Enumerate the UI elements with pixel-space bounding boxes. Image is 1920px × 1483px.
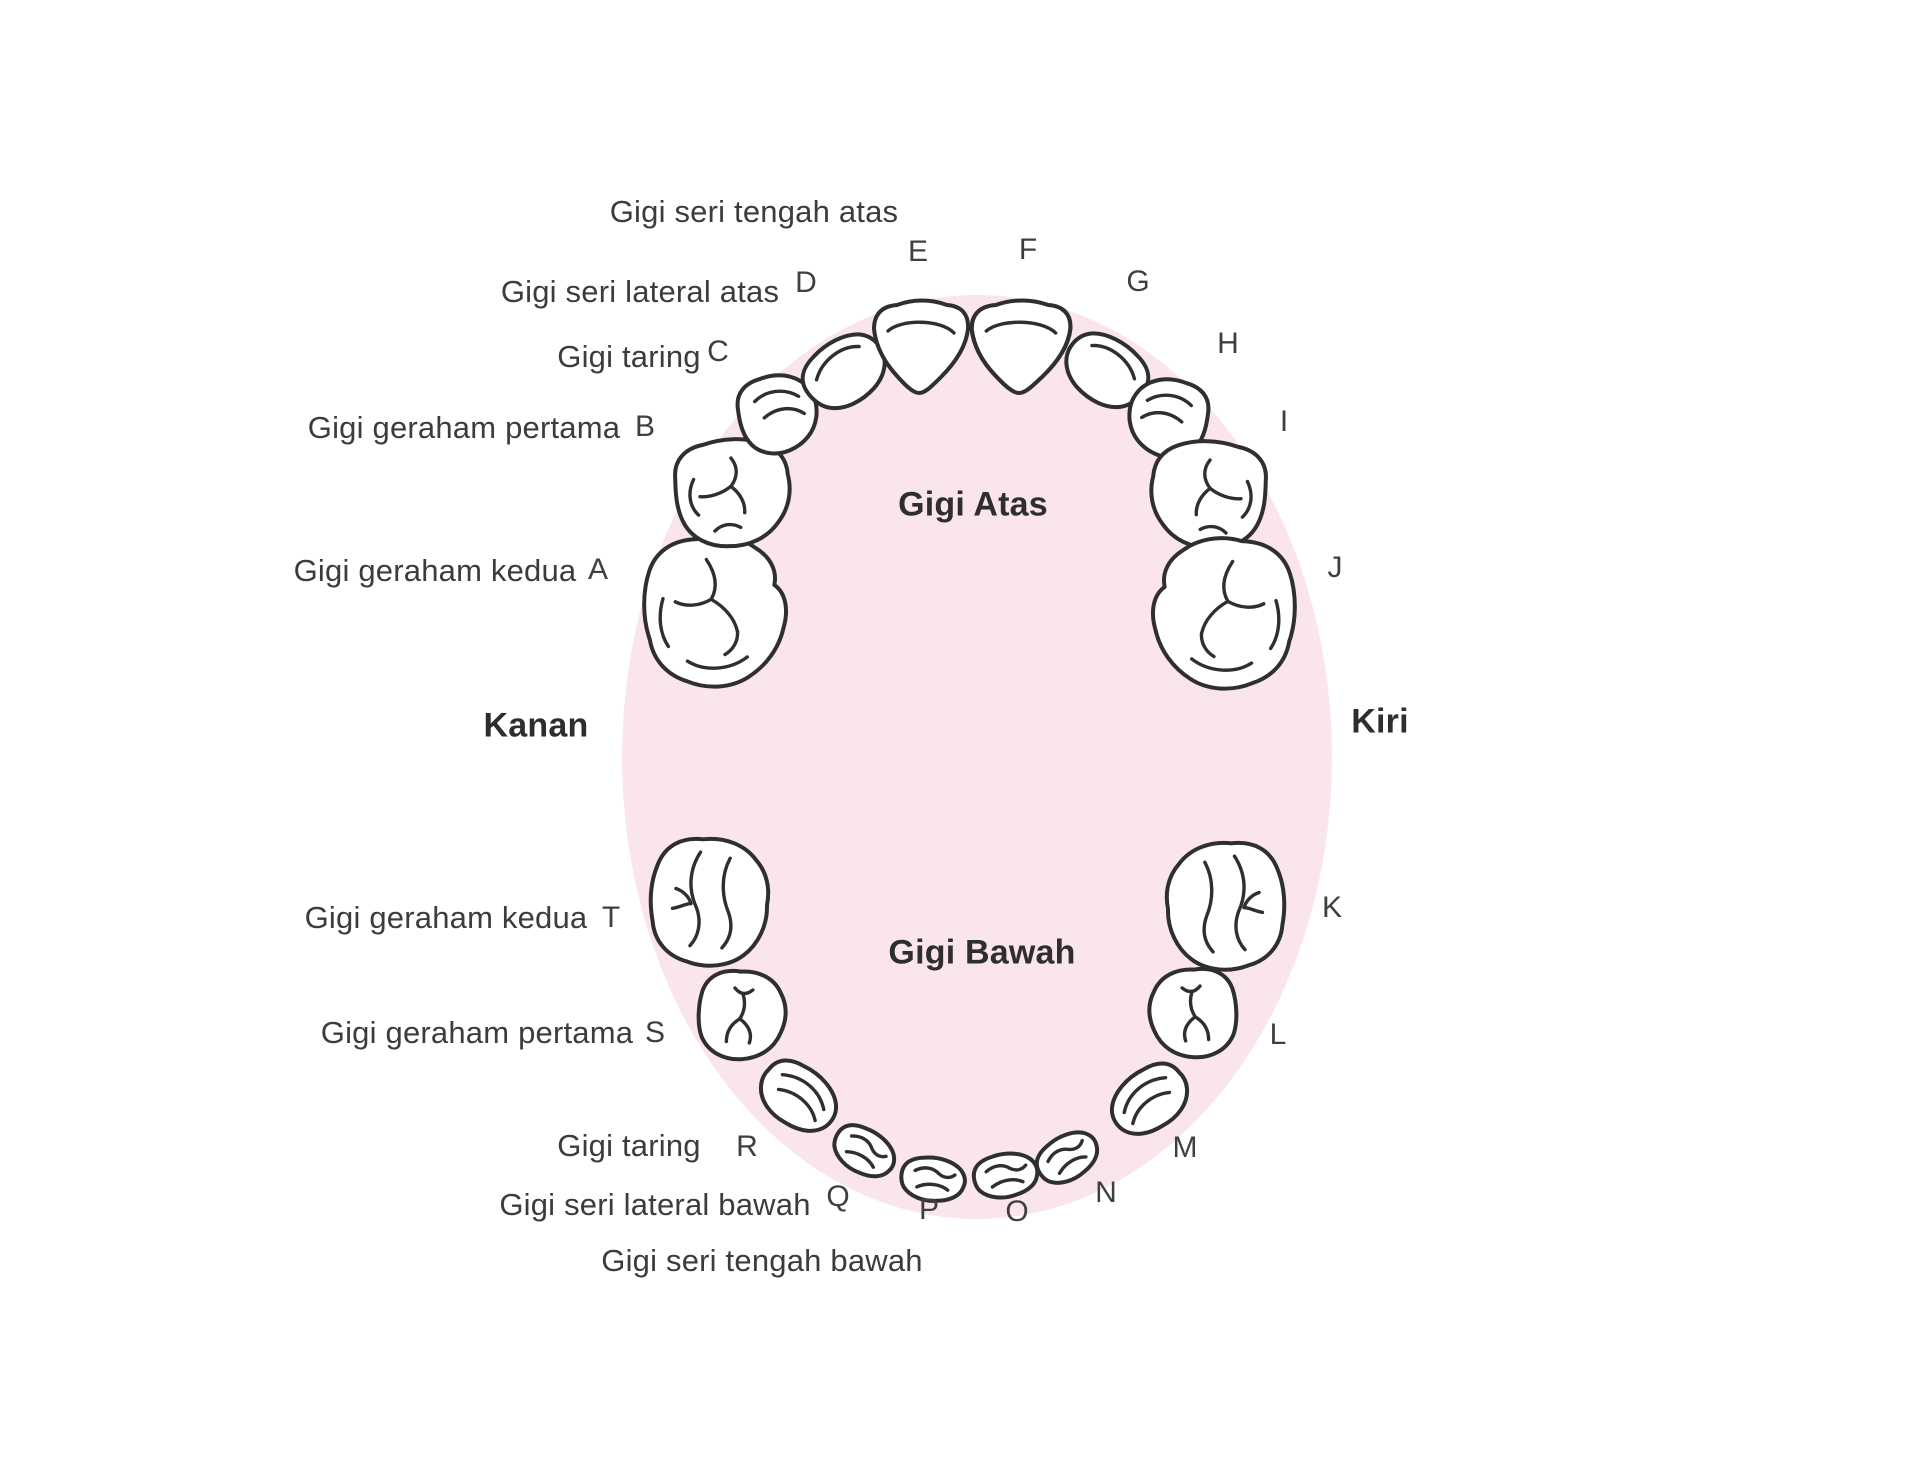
label-gigi-seri-lateral-bawah: Gigi seri lateral bawah xyxy=(499,1187,811,1222)
side-label-kiri: Kiri xyxy=(1351,702,1409,741)
tooth-letter-B: B xyxy=(634,410,656,443)
tooth-letter-R: R xyxy=(736,1130,758,1163)
label-gigi-geraham-pertama-atas: Gigi geraham pertama xyxy=(307,410,621,445)
tooth-letter-E: E xyxy=(907,235,929,268)
tooth-letter-L: L xyxy=(1269,1018,1287,1051)
label-gigi-seri-tengah-bawah: Gigi seri tengah bawah xyxy=(601,1243,923,1278)
tooth-letter-N: N xyxy=(1095,1176,1117,1209)
label-gigi-taring-atas: Gigi taring xyxy=(557,339,701,374)
tooth-letter-C: C xyxy=(707,335,729,368)
tooth-T xyxy=(644,832,774,972)
tooth-letter-A: A xyxy=(587,553,609,586)
tooth-letter-J: J xyxy=(1327,551,1343,584)
label-gigi-taring-bawah: Gigi taring xyxy=(557,1128,701,1163)
side-label-kanan: Kanan xyxy=(483,706,589,745)
label-gigi-geraham-kedua-bawah: Gigi geraham kedua xyxy=(304,900,588,935)
tooth-letter-Q: Q xyxy=(826,1180,850,1213)
tooth-letter-I: I xyxy=(1279,405,1289,438)
label-gigi-seri-lateral-atas: Gigi seri lateral atas xyxy=(500,274,780,309)
tooth-letter-H: H xyxy=(1217,327,1239,360)
title-gigi-atas: Gigi Atas xyxy=(898,485,1048,524)
tooth-letter-K: K xyxy=(1321,891,1343,924)
tooth-K xyxy=(1161,836,1291,976)
mouth-arch-background xyxy=(622,295,1332,1219)
label-gigi-geraham-pertama-bawah: Gigi geraham pertama xyxy=(320,1015,634,1050)
tooth-letter-T: T xyxy=(601,901,621,934)
tooth-letter-G: G xyxy=(1126,265,1150,298)
tooth-letter-F: F xyxy=(1018,233,1038,266)
title-gigi-bawah: Gigi Bawah xyxy=(888,933,1076,972)
tooth-letter-M: M xyxy=(1172,1131,1198,1164)
tooth-letter-D: D xyxy=(795,266,817,299)
label-gigi-seri-tengah-atas: Gigi seri tengah atas xyxy=(609,194,899,229)
tooth-letter-S: S xyxy=(644,1016,666,1049)
tooth-letter-O: O xyxy=(1005,1195,1029,1228)
label-gigi-geraham-kedua-atas: Gigi geraham kedua xyxy=(293,553,577,588)
tooth-letter-P: P xyxy=(918,1193,940,1226)
